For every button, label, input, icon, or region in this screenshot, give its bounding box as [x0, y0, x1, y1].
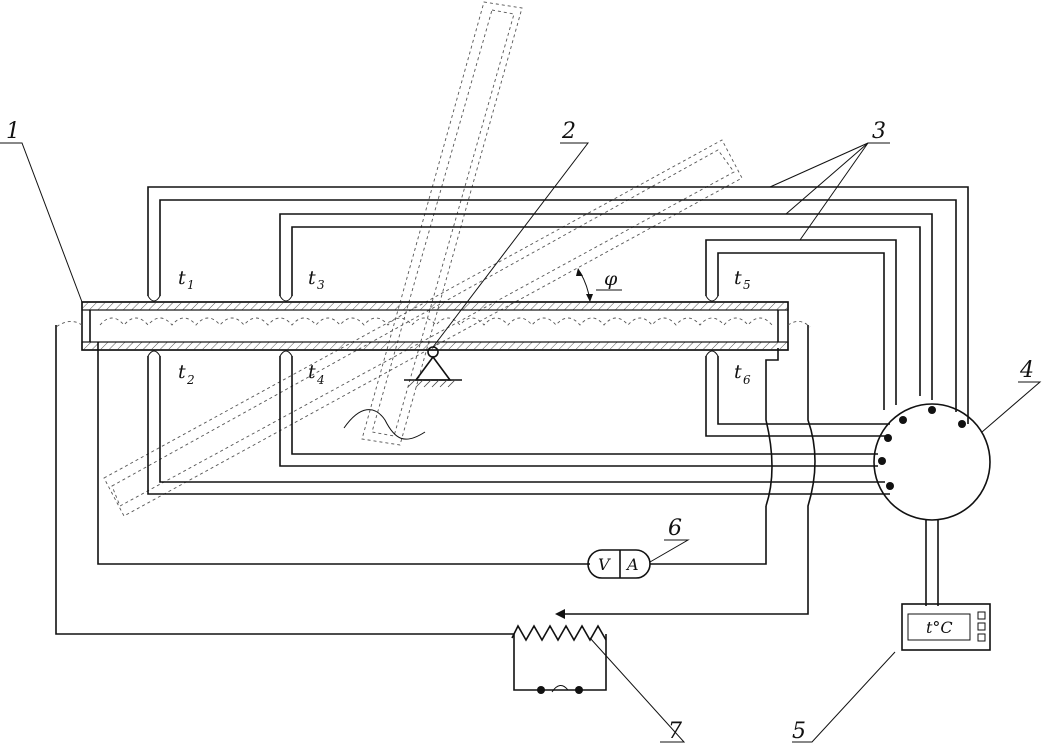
switch: [537, 685, 583, 694]
voltammeter: [587, 549, 651, 579]
svg-text:t: t: [308, 267, 316, 289]
angle-symbol: φ: [604, 268, 618, 290]
sensor-label-t3: t 3: [308, 267, 325, 292]
switch-to-thermometer-wires: [925, 520, 939, 606]
thermometer-display: t°C: [926, 618, 953, 637]
sensor-label-t1: t 1: [178, 267, 195, 292]
meter-label-a: A: [625, 555, 639, 574]
rheostat-slider-arrow: [555, 609, 565, 619]
flexible-cable: [343, 409, 426, 440]
label-part-2: 2: [561, 119, 576, 144]
channel-switch: [873, 403, 991, 521]
angle-indicator: [576, 268, 622, 302]
power-circuit: [55, 325, 816, 691]
heater-coil: [99, 317, 773, 326]
label-part-5: 5: [792, 719, 806, 744]
label-part-1: 1: [6, 119, 20, 144]
tilted-tube-vertical: [361, 1, 523, 446]
svg-text:t: t: [308, 361, 316, 383]
svg-text:2: 2: [186, 373, 195, 387]
thermocouple-wires: [147, 186, 969, 495]
rheostat: [511, 624, 607, 642]
svg-text:6: 6: [743, 373, 751, 387]
svg-text:5: 5: [743, 278, 751, 292]
label-part-3: 3: [872, 119, 886, 144]
svg-text:t: t: [734, 361, 742, 383]
label-part-7: 7: [668, 719, 682, 744]
tilted-tube-inclined: [103, 139, 743, 517]
label-part-6: 6: [668, 516, 682, 541]
sensor-label-t6: t 6: [734, 361, 751, 387]
svg-text:t: t: [734, 267, 742, 289]
svg-text:1: 1: [187, 278, 195, 292]
svg-text:4: 4: [316, 373, 325, 387]
sensor-label-t2: t 2: [178, 361, 195, 387]
digital-thermometer: [901, 603, 991, 651]
svg-text:t: t: [178, 361, 186, 383]
heat-pipe-tube: [55, 301, 811, 351]
pivot-support: [404, 346, 462, 388]
svg-text:3: 3: [317, 278, 325, 292]
sensor-notches: [147, 295, 719, 357]
leader-lines: [0, 142, 1042, 743]
svg-text:t: t: [178, 267, 186, 289]
meter-label-v: V: [598, 555, 611, 574]
sensor-label-t4: t 4: [308, 361, 325, 387]
sensor-label-t5: t 5: [734, 267, 751, 292]
label-part-4: 4: [1019, 358, 1034, 383]
